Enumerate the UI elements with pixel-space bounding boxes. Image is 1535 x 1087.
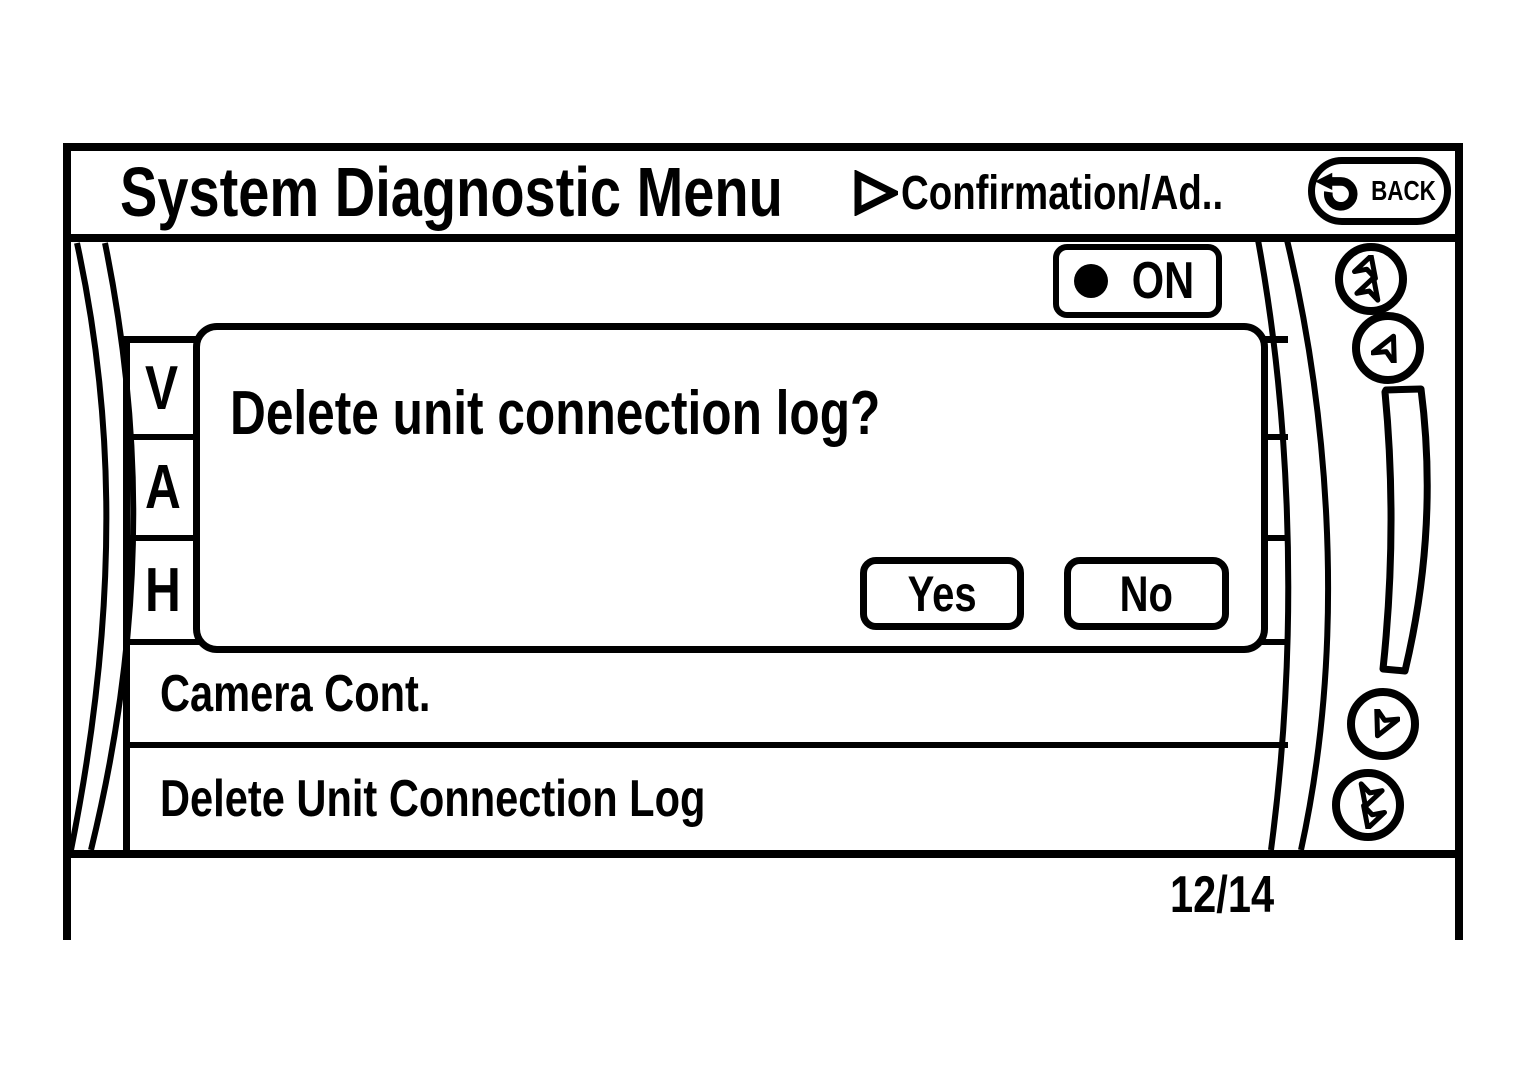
submenu-text: Confirmation/Ad.. bbox=[901, 167, 1224, 220]
scrollbar-track[interactable] bbox=[1379, 385, 1431, 675]
list-item-label: H bbox=[145, 555, 181, 625]
breadcrumb-arrow-icon bbox=[854, 170, 898, 216]
double-up-arrow-icon bbox=[1351, 255, 1381, 303]
bezel-curve-left-outer bbox=[71, 242, 110, 851]
breadcrumb-submenu: Confirmation/Ad.. bbox=[901, 151, 1304, 234]
page-title-text: System Diagnostic Menu bbox=[120, 153, 783, 231]
list-item-label: Camera Cont. bbox=[160, 664, 431, 723]
list-item-label: V bbox=[145, 354, 179, 423]
scroll-up-button[interactable] bbox=[1352, 312, 1424, 384]
on-label: ON bbox=[1131, 252, 1194, 310]
no-label: No bbox=[1119, 565, 1174, 622]
scroll-double-up-button[interactable] bbox=[1335, 243, 1407, 315]
yes-label: Yes bbox=[907, 565, 977, 622]
dialog-message: Delete unit connection log? bbox=[230, 378, 1043, 449]
list-item-label: A bbox=[145, 453, 181, 522]
title-bar: System Diagnostic Menu Confirmation/Ad..… bbox=[71, 151, 1455, 242]
list-item-delete-unit-connection-log[interactable]: Delete Unit Connection Log bbox=[130, 748, 1288, 850]
status-bar: 12/14 bbox=[71, 850, 1455, 940]
page-title: System Diagnostic Menu bbox=[120, 151, 949, 234]
dialog-message-text: Delete unit connection log? bbox=[230, 379, 881, 448]
confirmation-dialog: Delete unit connection log? Yes No bbox=[193, 323, 1268, 653]
no-button[interactable]: No bbox=[1064, 557, 1229, 630]
list-item-camera-cont[interactable]: Camera Cont. bbox=[130, 645, 1288, 748]
back-label: BACK bbox=[1371, 175, 1436, 206]
scroll-double-down-button[interactable] bbox=[1332, 769, 1404, 841]
bezel-curve-right-outer bbox=[1284, 239, 1332, 851]
back-arrow-icon bbox=[1315, 172, 1358, 211]
on-dot-icon bbox=[1073, 264, 1108, 298]
screen-frame: System Diagnostic Menu Confirmation/Ad..… bbox=[63, 143, 1463, 940]
page-indicator-text: 12/14 bbox=[1169, 866, 1275, 924]
up-arrow-icon bbox=[1371, 333, 1397, 363]
list-item-label: Delete Unit Connection Log bbox=[160, 770, 706, 828]
on-status-button[interactable]: ON bbox=[1053, 244, 1222, 318]
yes-button[interactable]: Yes bbox=[860, 557, 1024, 630]
double-down-arrow-icon bbox=[1358, 781, 1388, 829]
scroll-down-button[interactable] bbox=[1347, 688, 1419, 760]
down-arrow-icon bbox=[1374, 709, 1400, 739]
back-button[interactable]: BACK bbox=[1308, 157, 1451, 225]
page-indicator: 12/14 bbox=[1072, 858, 1372, 932]
